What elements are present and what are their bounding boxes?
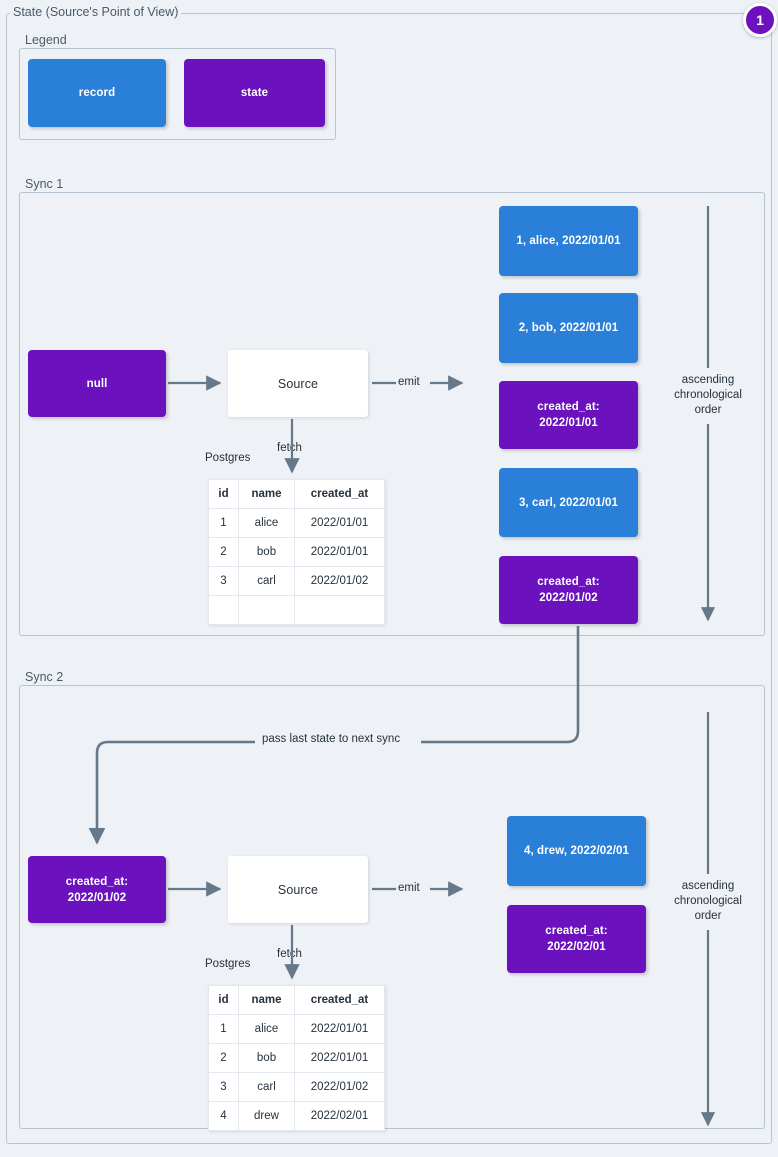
table-header-row: id name created_at <box>208 479 385 509</box>
cell-name <box>238 595 295 625</box>
sync2-order-line2: chronological <box>674 895 742 907</box>
pass-state-label: pass last state to next sync <box>259 732 404 747</box>
cell-name: carl <box>238 1072 295 1102</box>
table-row: 1 alice 2022/01/01 <box>208 1014 385 1044</box>
step-badge-number: 1 <box>756 12 764 28</box>
cell-name: carl <box>238 566 295 596</box>
sync1-emitted-record-1-label: 1, alice, 2022/01/01 <box>516 235 621 247</box>
table-header-row: id name created_at <box>208 985 385 1015</box>
cell-id: 4 <box>208 1101 239 1131</box>
sync2-emitted-state-1-line2: 2022/02/01 <box>547 941 606 953</box>
cell-id: 3 <box>208 1072 239 1102</box>
sync2-source-node: Source <box>228 856 368 923</box>
cell-name: alice <box>238 1014 295 1044</box>
sync2-order-line3: order <box>694 910 722 922</box>
sync2-fetch-label: fetch <box>277 948 302 960</box>
cell-id: 2 <box>208 1043 239 1073</box>
legend-item-record: record <box>28 59 166 127</box>
legend-item-state: state <box>184 59 325 127</box>
cell-created: 2022/01/02 <box>294 566 385 596</box>
cell-id: 1 <box>208 1014 239 1044</box>
sync1-emitted-record-3: 3, carl, 2022/01/01 <box>499 468 638 537</box>
sync1-order-line3: order <box>694 404 722 416</box>
legend-label: Legend <box>22 33 70 47</box>
cell-created: 2022/01/01 <box>294 508 385 538</box>
sync2-emitted-record-1: 4, drew, 2022/02/01 <box>507 816 646 886</box>
sync1-order-label: ascending chronological order <box>660 373 756 418</box>
cell-created: 2022/02/01 <box>294 1101 385 1131</box>
sync1-input-state: null <box>28 350 166 417</box>
sync1-source-node: Source <box>228 350 368 417</box>
cell-created: 2022/01/01 <box>294 1043 385 1073</box>
sync1-emitted-state-1-line2: 2022/01/01 <box>539 417 598 429</box>
sync1-emitted-state-2-line1: created_at: <box>537 576 600 588</box>
sync2-emit-label: emit <box>398 882 420 894</box>
sync2-label: Sync 2 <box>22 670 67 684</box>
legend-item-record-label: record <box>78 87 116 99</box>
sync1-col-id: id <box>208 479 239 509</box>
cell-created: 2022/01/02 <box>294 1072 385 1102</box>
sync1-order-line1: ascending <box>681 374 735 386</box>
sync2-col-name: name <box>238 985 295 1015</box>
sync1-db-label: Postgres <box>205 452 251 464</box>
sync1-emitted-record-2-label: 2, bob, 2022/01/01 <box>518 322 619 334</box>
table-row: 4 drew 2022/02/01 <box>208 1101 385 1131</box>
sync1-order-line2: chronological <box>674 389 742 401</box>
sync2-emitted-record-1-label: 4, drew, 2022/02/01 <box>523 845 630 857</box>
cell-name: bob <box>238 1043 295 1073</box>
sync2-order-line1: ascending <box>681 880 735 892</box>
table-row <box>208 595 385 625</box>
sync1-emitted-state-1-line1: created_at: <box>537 401 600 413</box>
sync2-emitted-state-1: created_at: 2022/02/01 <box>507 905 646 973</box>
sync1-label: Sync 1 <box>22 177 67 191</box>
sync1-input-state-label: null <box>86 377 108 390</box>
diagram-title: State (Source's Point of View) <box>10 5 182 19</box>
sync2-source-label: Source <box>277 882 319 897</box>
table-row: 2 bob 2022/01/01 <box>208 537 385 567</box>
cell-created <box>294 595 385 625</box>
sync2-postgres-table: id name created_at 1 alice 2022/01/01 2 … <box>208 985 385 1131</box>
cell-name: drew <box>238 1101 295 1131</box>
cell-id: 1 <box>208 508 239 538</box>
sync1-emitted-record-1: 1, alice, 2022/01/01 <box>499 206 638 276</box>
cell-created: 2022/01/01 <box>294 537 385 567</box>
table-row: 2 bob 2022/01/01 <box>208 1043 385 1073</box>
sync1-col-name: name <box>238 479 295 509</box>
sync1-emitted-state-2: created_at: 2022/01/02 <box>499 556 638 624</box>
sync2-col-id: id <box>208 985 239 1015</box>
step-badge[interactable]: 1 <box>743 3 777 37</box>
sync1-fetch-label: fetch <box>277 442 302 454</box>
sync1-emitted-state-1: created_at: 2022/01/01 <box>499 381 638 449</box>
sync2-db-label: Postgres <box>205 958 251 970</box>
sync1-col-created: created_at <box>294 479 385 509</box>
table-row: 3 carl 2022/01/02 <box>208 1072 385 1102</box>
sync2-col-created: created_at <box>294 985 385 1015</box>
cell-id <box>208 595 239 625</box>
sync1-emitted-record-3-label: 3, carl, 2022/01/01 <box>518 496 619 509</box>
sync2-input-state-line1: created_at: <box>65 875 129 888</box>
sync1-source-label: Source <box>277 376 319 391</box>
cell-created: 2022/01/01 <box>294 1014 385 1044</box>
sync1-emit-label: emit <box>398 376 420 388</box>
legend-item-state-label: state <box>240 87 269 99</box>
sync2-emitted-state-1-line1: created_at: <box>545 925 608 937</box>
cell-name: alice <box>238 508 295 538</box>
sync1-emitted-record-2: 2, bob, 2022/01/01 <box>499 293 638 363</box>
cell-name: bob <box>238 537 295 567</box>
sync2-input-state: created_at: 2022/01/02 <box>28 856 166 923</box>
sync2-order-label: ascending chronological order <box>660 879 756 924</box>
sync1-postgres-table: id name created_at 1 alice 2022/01/01 2 … <box>208 479 385 625</box>
table-row: 3 carl 2022/01/02 <box>208 566 385 596</box>
sync2-input-state-line2: 2022/01/02 <box>67 891 127 904</box>
table-row: 1 alice 2022/01/01 <box>208 508 385 538</box>
cell-id: 2 <box>208 537 239 567</box>
cell-id: 3 <box>208 566 239 596</box>
sync1-emitted-state-2-line2: 2022/01/02 <box>539 592 598 604</box>
